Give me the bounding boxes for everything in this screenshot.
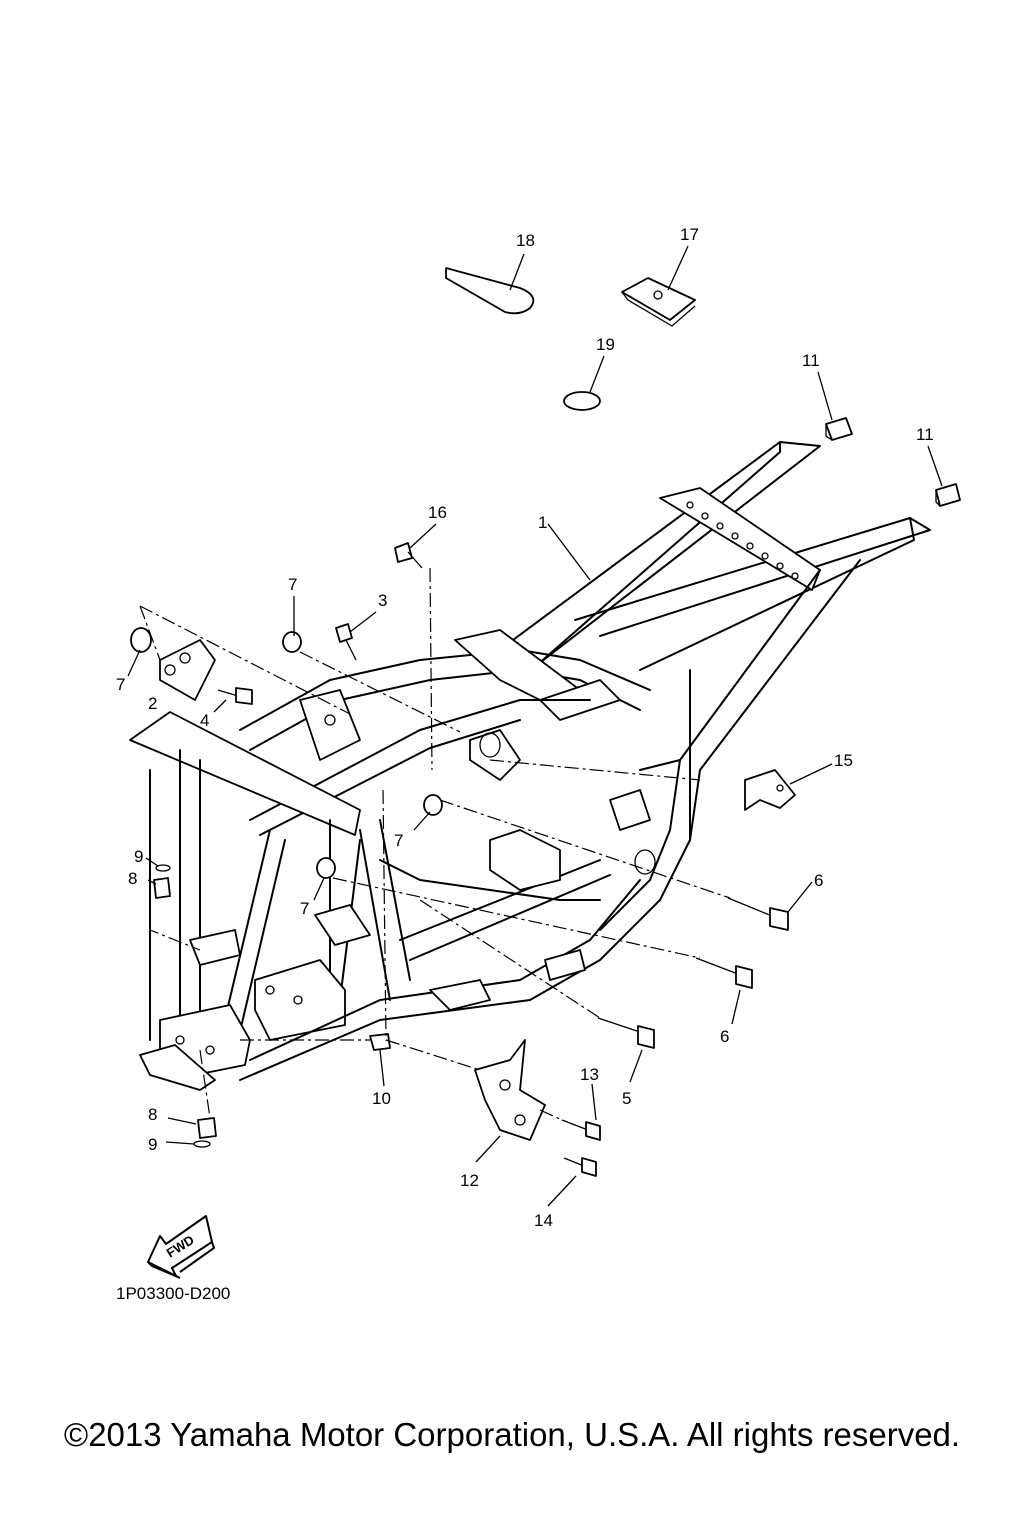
collar-8a[interactable] xyxy=(153,877,171,899)
collar-8b[interactable] xyxy=(197,1117,217,1139)
callout-8a: 8 xyxy=(128,869,137,888)
callout-15: 15 xyxy=(834,751,853,770)
bolt-13[interactable] xyxy=(561,1119,601,1141)
part-12-bracket[interactable] xyxy=(474,1039,546,1141)
nut-7c[interactable] xyxy=(423,794,443,816)
part-2-bracket[interactable] xyxy=(159,639,216,701)
copyright-notice: ©2013 Yamaha Motor Corporation, U.S.A. A… xyxy=(63,1416,961,1453)
part-19-ring[interactable] xyxy=(563,391,601,411)
callout-12: 12 xyxy=(460,1171,479,1190)
callout-9a: 9 xyxy=(134,847,143,866)
bolt-10[interactable] xyxy=(369,1033,391,1051)
diagram-code: 1P03300-D200 xyxy=(116,1284,230,1303)
callout-17: 17 xyxy=(680,225,699,244)
bolt-6a[interactable] xyxy=(727,897,789,931)
callout-4: 4 xyxy=(200,711,209,730)
callout-16: 16 xyxy=(428,503,447,522)
nut-7b[interactable] xyxy=(282,631,302,653)
bolt-5[interactable] xyxy=(597,1017,655,1049)
part-18-plate[interactable] xyxy=(445,267,535,315)
callout-11a: 11 xyxy=(802,351,820,370)
callout-3: 3 xyxy=(378,591,387,610)
callout-10: 10 xyxy=(372,1089,391,1108)
callout-6a: 6 xyxy=(814,871,823,890)
bolt-14[interactable] xyxy=(563,1157,597,1177)
oring-9a[interactable] xyxy=(155,864,171,872)
callout-11b: 11 xyxy=(916,425,934,444)
callouts: 18 17 19 11 11 16 1 7 3 7 2 4 15 7 9 8 6… xyxy=(116,225,934,1230)
callout-7d: 7 xyxy=(300,899,309,918)
callout-5: 5 xyxy=(622,1089,631,1108)
part-11-cap-a[interactable] xyxy=(825,417,853,441)
part-15-bracket[interactable] xyxy=(744,769,796,811)
alignment-lines xyxy=(139,567,731,1121)
main-frame-part-1[interactable] xyxy=(129,441,931,1091)
bolt-3[interactable] xyxy=(335,623,357,661)
nut-7d[interactable] xyxy=(316,857,336,879)
callout-14: 14 xyxy=(534,1211,553,1230)
callout-18: 18 xyxy=(516,231,535,250)
callout-2: 2 xyxy=(148,694,157,713)
callout-9b: 9 xyxy=(148,1135,157,1154)
callout-8b: 8 xyxy=(148,1105,157,1124)
callout-1: 1 xyxy=(538,513,547,532)
callout-7a: 7 xyxy=(288,575,297,594)
leader-lines xyxy=(127,245,943,1207)
bolt-4[interactable] xyxy=(217,687,253,705)
callout-7c: 7 xyxy=(394,831,403,850)
callout-7b: 7 xyxy=(116,675,125,694)
callout-19: 19 xyxy=(596,335,615,354)
callout-13: 13 xyxy=(580,1065,599,1084)
bolt-16[interactable] xyxy=(394,542,423,569)
callout-6b: 6 xyxy=(720,1027,729,1046)
fwd-arrow-icon: FWD xyxy=(147,1215,216,1279)
part-11-cap-b[interactable] xyxy=(935,483,961,507)
part-17-bracket[interactable] xyxy=(621,277,696,327)
nut-7a[interactable] xyxy=(130,627,152,653)
bolt-6b[interactable] xyxy=(695,957,753,989)
oring-9b[interactable] xyxy=(193,1140,211,1148)
